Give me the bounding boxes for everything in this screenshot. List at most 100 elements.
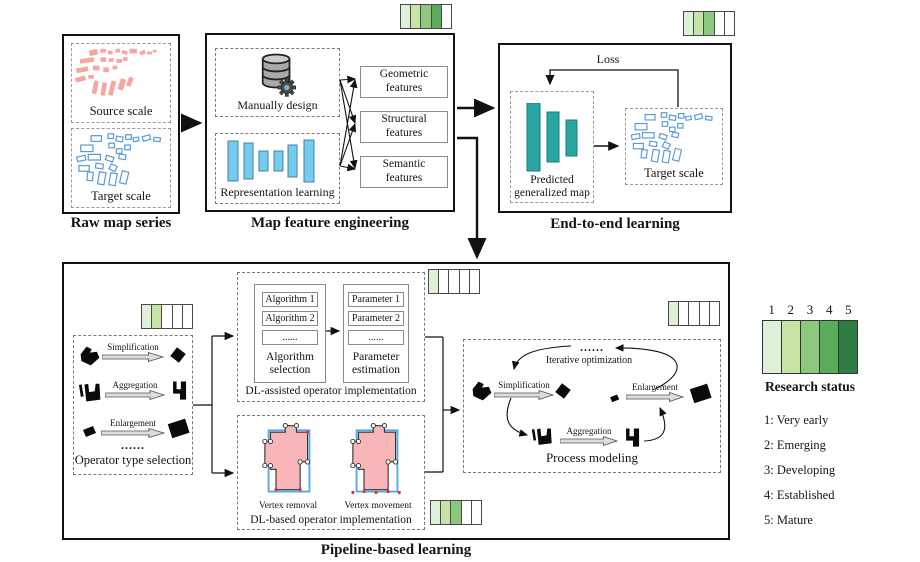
status-cell [142,305,153,328]
label-line: selection [269,364,311,377]
status-cell [714,12,725,35]
feature-label-line: Structural [381,113,427,126]
legend-number: 1 [768,302,775,317]
pm-simplification-before-shape [470,378,494,404]
status-cell [441,5,452,28]
dl-based-label: DL-based operator implementation [250,514,412,526]
target-scale-panel: Target scale [71,128,171,208]
vertex-movement-label: Vertex movement [344,501,412,511]
pm-enlargement-after-shape [688,380,714,408]
algorithm-item: Algorithm 1 [262,292,318,307]
simplification-operator: Simplification [102,342,164,363]
label-line: estimation [352,364,400,377]
vertex-removal-label: Vertex removal [258,501,318,511]
legend-color-cell [763,321,782,373]
status-cell [152,305,163,328]
parameter-estimation-label: Parameter estimation [344,351,408,377]
parameter-item: Parameter 2 [348,311,404,326]
status-bar-dl-assisted [428,269,480,294]
feature-label-line: features [385,82,423,94]
status-cell [709,302,720,325]
end-to-end-caption: End-to-end learning [550,216,680,232]
loss-label: Loss [596,52,620,66]
status-bar-map-feature-engineering [400,4,452,29]
legend-title: Research status [764,379,856,394]
simplification-before-shape [78,344,102,368]
status-cell [451,501,462,524]
status-cell [162,305,173,328]
autoencoder-bars-icon [227,139,315,183]
legend-color-cell [782,321,801,373]
legend-color-scale [762,320,858,374]
representation-learning-panel: Representation learning [215,133,340,204]
algorithm-selection-box: Algorithm 1 Algorithm 2 ...... Algorithm… [254,284,326,383]
status-cell [704,12,715,35]
status-cell [679,302,690,325]
simplification-after-shape [167,344,189,366]
e2e-target-scale-panel: Target scale [625,108,723,185]
legend-number: 3 [806,302,814,317]
dl-assisted-label: DL-assisted operator implementation [245,385,417,397]
pm-simplification-after-shape [552,380,574,402]
feature-label-line: Semantic [382,158,426,171]
source-scale-panel: Source scale [71,43,171,123]
structural-features-box: Structural features [360,111,448,143]
pm-simplification-operator: Simplification [494,380,554,401]
pm-aggregation-operator: Aggregation [560,426,618,447]
parameter-estimation-box: Parameter 1 Parameter 2 ...... Parameter… [343,284,409,383]
status-cell [669,302,680,325]
legend-number: 5 [845,302,852,317]
status-cell [694,12,705,35]
aggregation-before-shape [77,380,105,408]
operator-label: Aggregation [566,426,612,436]
status-cell [689,302,700,325]
status-cell [441,501,452,524]
semantic-features-box: Semantic features [360,156,448,188]
parameter-item-ellipsis: ...... [348,330,404,345]
operators-ellipsis: ...... [121,438,145,452]
operator-label: Simplification [498,380,550,390]
parameter-item: Parameter 1 [348,292,404,307]
e2e-target-scale-map-icon [628,110,720,166]
predicted-label-line1: Predicted [530,174,574,186]
process-ellipsis: ...... [580,340,604,354]
map-feature-engineering-box: Manually design Representation learning … [205,33,455,212]
pm-enlargement-before-shape [608,392,622,404]
pm-aggregation-before-shape [530,424,556,452]
algorithm-item-ellipsis: ...... [262,330,318,345]
feature-label-line: features [385,172,423,184]
predicted-map-label: Predicted generalized map [508,174,596,200]
enlargement-operator: Enlargement [101,418,165,439]
operator-label: Enlargement [632,382,678,392]
status-cell [182,305,193,328]
database-gear-icon [261,53,297,97]
feature-label-line: features [385,127,423,139]
e2e-target-scale-label: Target scale [644,166,704,180]
raw-map-series-box: Source scale Target scale [62,34,180,214]
raw-map-series-caption: Raw map series [70,215,172,231]
enlargement-before-shape [80,423,100,439]
legend-item: 3: Developing [764,463,836,477]
legend-item: 2: Emerging [764,438,826,452]
block-arrow-icon [494,390,554,401]
vertex-removal-building-icon [262,423,311,493]
legend-numbers: 1 2 3 4 5 [762,302,858,318]
status-cell [172,305,183,328]
predicted-map-panel: Predicted generalized map [510,91,594,203]
status-cell [459,270,470,293]
manually-design-label: Manually design [237,98,318,112]
algorithm-item: Algorithm 2 [262,311,318,326]
map-feature-engineering-caption: Map feature engineering [250,215,410,231]
status-bar-operator-type-selection [141,304,193,329]
status-cell [421,5,432,28]
block-arrow-icon [102,352,164,363]
status-cell [471,501,482,524]
status-cell [401,5,412,28]
legend-item: 4: Established [764,488,835,502]
status-cell [699,302,710,325]
manually-design-panel: Manually design [215,48,340,117]
status-bar-end-to-end [683,11,735,36]
status-cell [439,270,450,293]
pm-aggregation-after-shape [620,424,646,452]
dl-based-panel: Vertex removal Vertex movement DL-based … [237,415,425,530]
